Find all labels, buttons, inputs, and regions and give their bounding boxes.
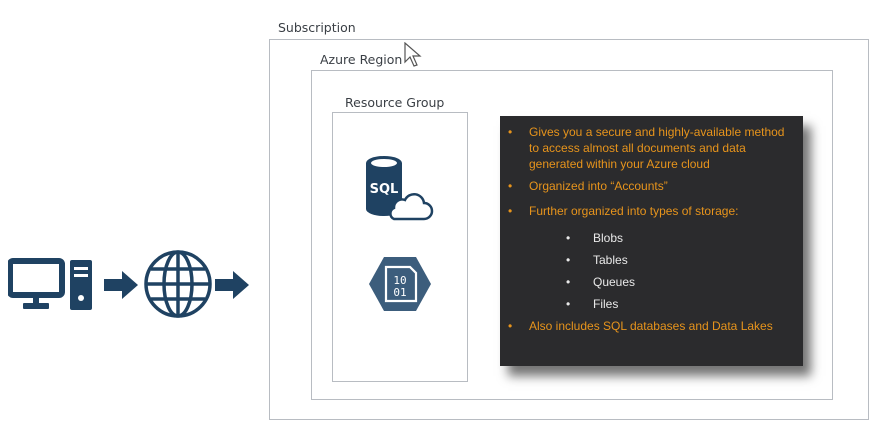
- storage-account-icon: 10 01: [369, 257, 431, 311]
- subscription-label: Subscription: [278, 20, 356, 35]
- storage-type-item: Blobs: [500, 227, 803, 249]
- arrow-right-icon: [215, 271, 249, 299]
- binary-text-1: 10: [393, 274, 406, 287]
- panel-bullet: Also includes SQL databases and Data Lak…: [500, 318, 795, 334]
- mouse-cursor-icon: [404, 42, 422, 67]
- arrow-right-icon: [104, 271, 138, 299]
- storage-type-item: Files: [500, 293, 803, 315]
- storage-type-item: Tables: [500, 249, 803, 271]
- storage-type-item: Queues: [500, 271, 803, 293]
- computer-icon: [8, 258, 92, 310]
- resource-group-box: [332, 112, 468, 382]
- panel-bullet: Further organized into types of storage:: [500, 203, 795, 219]
- azure-region-label: Azure Region: [320, 52, 403, 67]
- storage-info-panel: Gives you a secure and highly-available …: [500, 116, 803, 366]
- binary-text-2: 01: [393, 286, 406, 299]
- panel-bullet: Gives you a secure and highly-available …: [500, 124, 795, 172]
- sql-database-icon: SQL: [366, 156, 434, 221]
- panel-bullet: Organized into “Accounts”: [500, 178, 795, 194]
- resource-group-label: Resource Group: [345, 95, 445, 110]
- globe-icon: [144, 250, 212, 318]
- sql-text: SQL: [370, 182, 399, 197]
